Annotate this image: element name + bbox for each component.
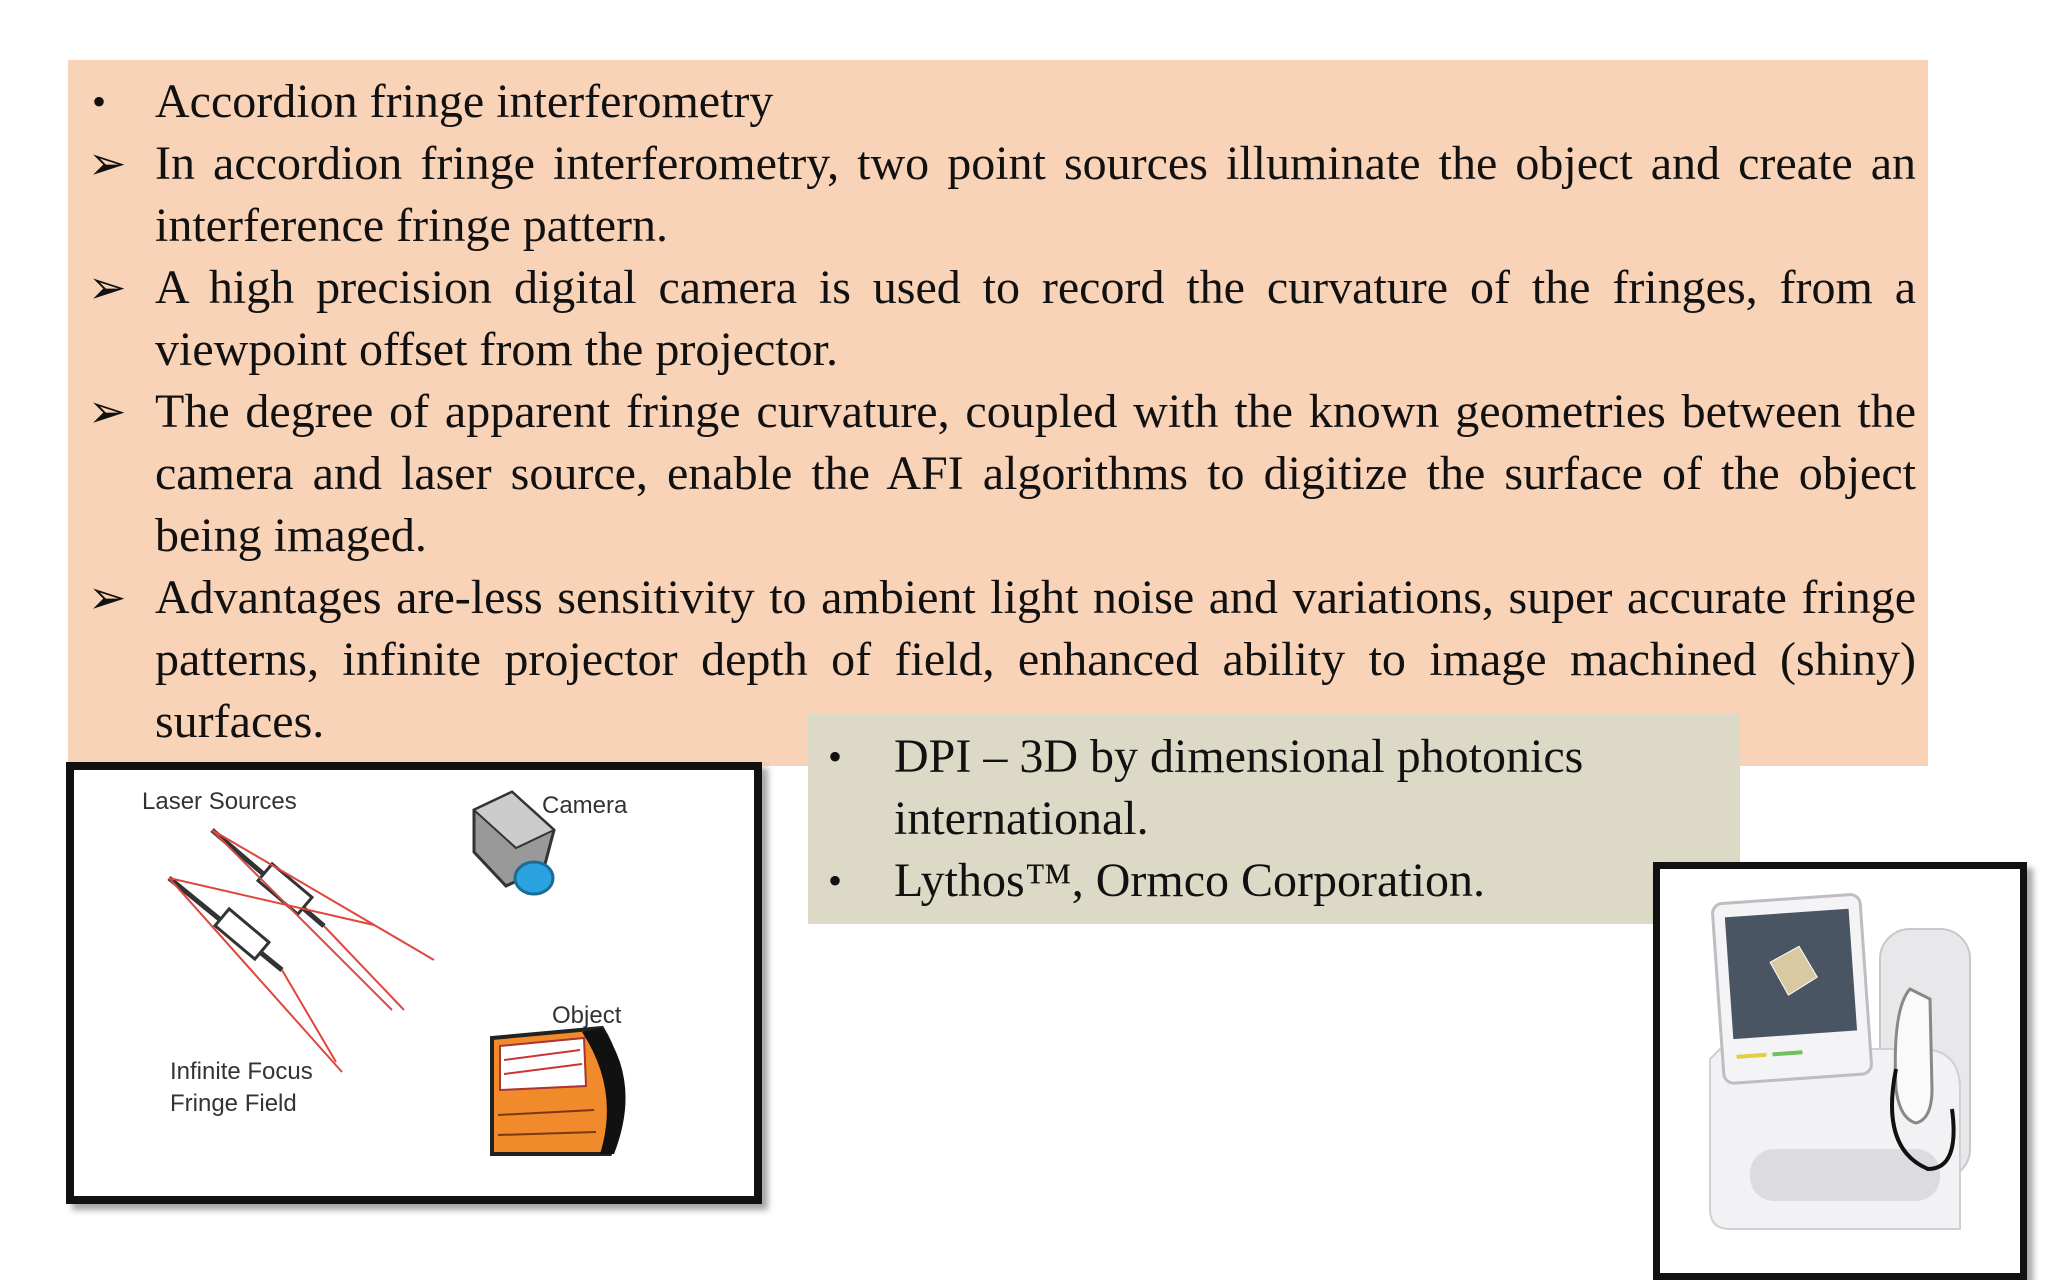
list-item: ➢ A high precision digital camera is used… (88, 257, 1916, 381)
arrow-bullet-marker: ➢ (88, 138, 127, 189)
list-item: • Lythos™, Ormco Corporation. (828, 850, 1728, 912)
side-note-box (808, 714, 1740, 924)
list-item: ➢ In accordion fringe interferometry, two… (88, 133, 1916, 257)
bullet-text: Lythos™, Ormco Corporation. (894, 854, 1485, 907)
object-label: Object (552, 1002, 622, 1029)
list-item: ➢ The degree of apparent fringe curvature… (88, 381, 1916, 567)
fringe-label-line1: Infinite Focus (170, 1058, 313, 1085)
bullet-marker: • (828, 734, 843, 779)
arrow-bullet-marker: ➢ (88, 572, 127, 623)
object-icon (490, 1025, 626, 1156)
laser-sources-icon (167, 828, 435, 1073)
bullet-text: In accordion fringe interferometry, two … (155, 137, 1916, 252)
afi-diagram-frame: Laser Sources Camera Object Infinite Foc… (66, 762, 762, 1204)
arrow-bullet-marker: ➢ (88, 262, 127, 313)
main-text-box (68, 60, 1928, 766)
scanner-photo-frame (1653, 862, 2027, 1280)
list-item: • Accordion fringe interferometry (88, 71, 1916, 133)
bullet-text: Advantages are-less sensitivity to ambie… (155, 571, 1916, 748)
bullet-marker: • (92, 79, 107, 124)
afi-diagram (167, 790, 626, 1156)
intraoral-scanner-image (1709, 893, 1971, 1230)
laser-sources-label: Laser Sources (142, 788, 297, 815)
bullet-text: The degree of apparent fringe curvature,… (155, 385, 1916, 562)
bullet-text: A high precision digital camera is used … (155, 261, 1916, 376)
arrow-bullet-marker: ➢ (88, 386, 127, 437)
camera-icon (472, 790, 556, 896)
bullet-text: DPI – 3D by dimensional photonics intern… (894, 730, 1584, 845)
list-item: • DPI – 3D by dimensional photonics inte… (828, 726, 1728, 850)
side-bullet-list: • DPI – 3D by dimensional photonics inte… (828, 726, 1728, 912)
camera-label: Camera (542, 792, 628, 819)
bullet-marker: • (828, 858, 843, 903)
main-bullet-list: • Accordion fringe interferometry ➢ In acc… (88, 71, 1916, 753)
list-item: ➢ Advantages are-less sensitivity to ambi… (88, 567, 1916, 753)
bullet-text: Accordion fringe interferometry (155, 75, 774, 128)
fringe-label-line2: Fringe Field (170, 1090, 297, 1117)
